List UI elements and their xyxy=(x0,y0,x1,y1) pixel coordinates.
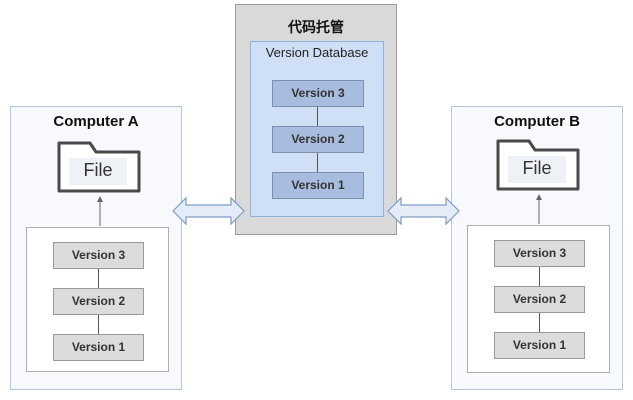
code-hosting-server-panel: 代码托管 Version Database Version 3 Version … xyxy=(235,4,397,235)
computer-a-file-label: File xyxy=(83,160,113,180)
server-version-3: Version 3 xyxy=(272,80,364,107)
computer-a-panel: Computer A File Version 3 Version 2 Vers… xyxy=(10,106,182,390)
computer-a-version-3: Version 3 xyxy=(53,242,144,269)
computer-b-title: Computer B xyxy=(494,113,580,130)
server-title: 代码托管 xyxy=(288,20,344,36)
computer-b-version-2: Version 2 xyxy=(494,286,585,313)
computer-b-up-arrow xyxy=(536,194,542,224)
computer-a-version-2: Version 2 xyxy=(53,288,144,315)
server-version-1: Version 1 xyxy=(272,172,364,199)
computer-a-version-1: Version 1 xyxy=(53,334,144,361)
version-database-title: Version Database xyxy=(265,45,369,60)
computer-a-local-repo: Version 3 Version 2 Version 1 xyxy=(26,227,169,372)
computer-a-folder-icon: File xyxy=(56,138,142,194)
computer-b-folder-icon: File xyxy=(495,136,581,192)
computer-a-up-arrow xyxy=(97,196,103,226)
sync-arrow-right xyxy=(387,196,460,226)
computer-b-file-label: File xyxy=(522,158,552,178)
computer-a-title: Computer A xyxy=(53,113,139,130)
computer-b-panel: Computer B File Version 3 Version 2 Vers… xyxy=(451,106,623,390)
computer-b-version-1: Version 1 xyxy=(494,332,585,359)
folder-icon xyxy=(57,141,141,193)
computer-b-local-repo: Version 3 Version 2 Version 1 xyxy=(467,225,610,373)
server-version-2: Version 2 xyxy=(272,126,364,153)
sync-arrow-left xyxy=(172,196,245,226)
computer-b-version-3: Version 3 xyxy=(494,240,585,267)
folder-icon xyxy=(496,139,580,191)
version-database: Version Database Version 3 Version 2 Ver… xyxy=(250,41,384,217)
